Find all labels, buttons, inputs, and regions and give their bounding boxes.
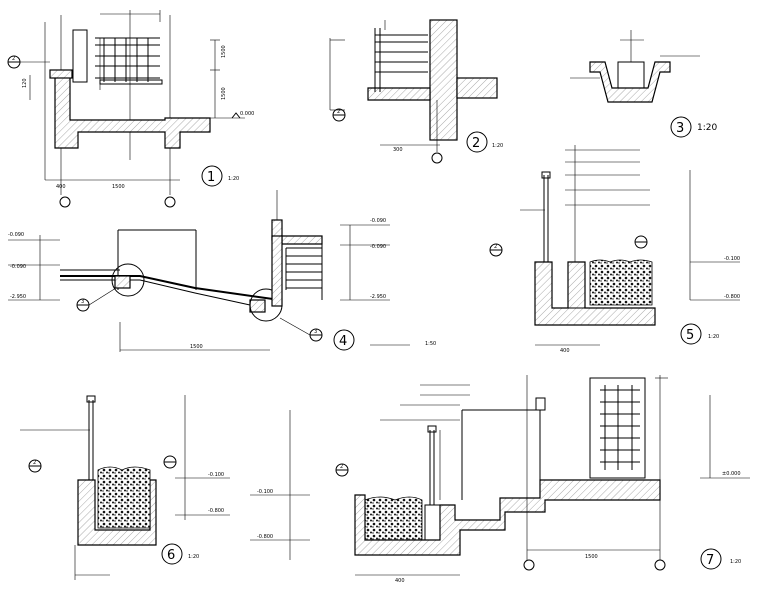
level-d4-r2: -0.090 [370, 244, 386, 250]
detail-number-circle [670, 116, 692, 138]
detail-5: -0.100 -0.800 400 2 5 1:20 [489, 145, 740, 354]
detail-number: 5 [686, 328, 694, 343]
detail-number: 1 [207, 170, 215, 185]
detail-number: 3 [676, 121, 684, 136]
detail-scale: 1:20 [228, 176, 239, 182]
detail-number-circle [201, 165, 223, 187]
dim-d7b: 400 [395, 578, 405, 584]
level-d6-top: -0.100 [208, 472, 224, 478]
callout-label: 3 [314, 329, 317, 335]
dim-d2a: 300 [393, 147, 403, 153]
level-d5-top: -0.100 [724, 256, 740, 262]
level-d4-mid: -0.090 [10, 264, 26, 270]
callout-label: 2 [337, 109, 340, 115]
dim-d1a: 400 [56, 184, 66, 190]
level-d5-bottom: -0.800 [724, 294, 740, 300]
detail-number-circle [466, 131, 488, 153]
callout-label: 3 [81, 299, 84, 305]
level-d1: 0.000 [240, 111, 254, 117]
detail-2: 300 2 2 1:20 [329, 19, 503, 164]
callout-label: 2 [340, 464, 343, 470]
detail-3: 3 1:20 [570, 30, 717, 138]
callout-label: 2 [12, 56, 15, 62]
level-d7-top: -0.100 [257, 489, 273, 495]
dim-d1d: 120 [22, 78, 28, 88]
detail-7: -0.100 -0.800 ±0.000 1500 400 2 7 1:20 [250, 375, 750, 584]
dim-d1b: 1500 [221, 45, 227, 58]
detail-6: -0.100 -0.800 2 6 1:20 [20, 395, 230, 580]
detail-number-circle [333, 329, 355, 351]
detail-number: 4 [339, 334, 347, 349]
level-d7-right: ±0.000 [722, 471, 741, 477]
detail-scale: 1:20 [697, 123, 717, 133]
detail-4: -0.090 -0.090 -2.950 -0.090 -0.090 -2.95… [8, 190, 436, 352]
detail-number-circle [680, 323, 702, 345]
level-d4-top: -0.090 [8, 232, 24, 238]
dim-d1c: 1500 [221, 87, 227, 100]
dim-d7a: 1500 [585, 554, 598, 560]
level-d4-bottom: -2.950 [10, 294, 26, 300]
detail-number-circle [161, 543, 183, 565]
dim-d5a: 400 [560, 348, 570, 354]
level-d6-bottom: -0.800 [208, 508, 224, 514]
detail-number: 6 [167, 548, 175, 563]
callout-label: 2 [494, 244, 497, 250]
detail-1: 1500 1500 120 400 1500 0.000 2 1 1:20 [7, 10, 254, 208]
detail-number: 7 [706, 553, 714, 568]
callout-label: 2 [33, 460, 36, 466]
detail-scale: 1:20 [730, 559, 741, 565]
dim-d4a: 1500 [190, 344, 203, 350]
detail-scale: 1:20 [492, 143, 503, 149]
level-d7-bottom: -0.800 [257, 534, 273, 540]
dim-d1-span: 1500 [112, 184, 125, 190]
level-d4-r1: -0.090 [370, 218, 386, 224]
detail-scale: 1:20 [708, 334, 719, 340]
level-d4-r3: -2.950 [370, 294, 386, 300]
detail-scale: 1:20 [188, 554, 199, 560]
detail-number: 2 [472, 136, 480, 151]
detail-number-circle [700, 548, 722, 570]
detail-scale: 1:50 [425, 341, 436, 347]
